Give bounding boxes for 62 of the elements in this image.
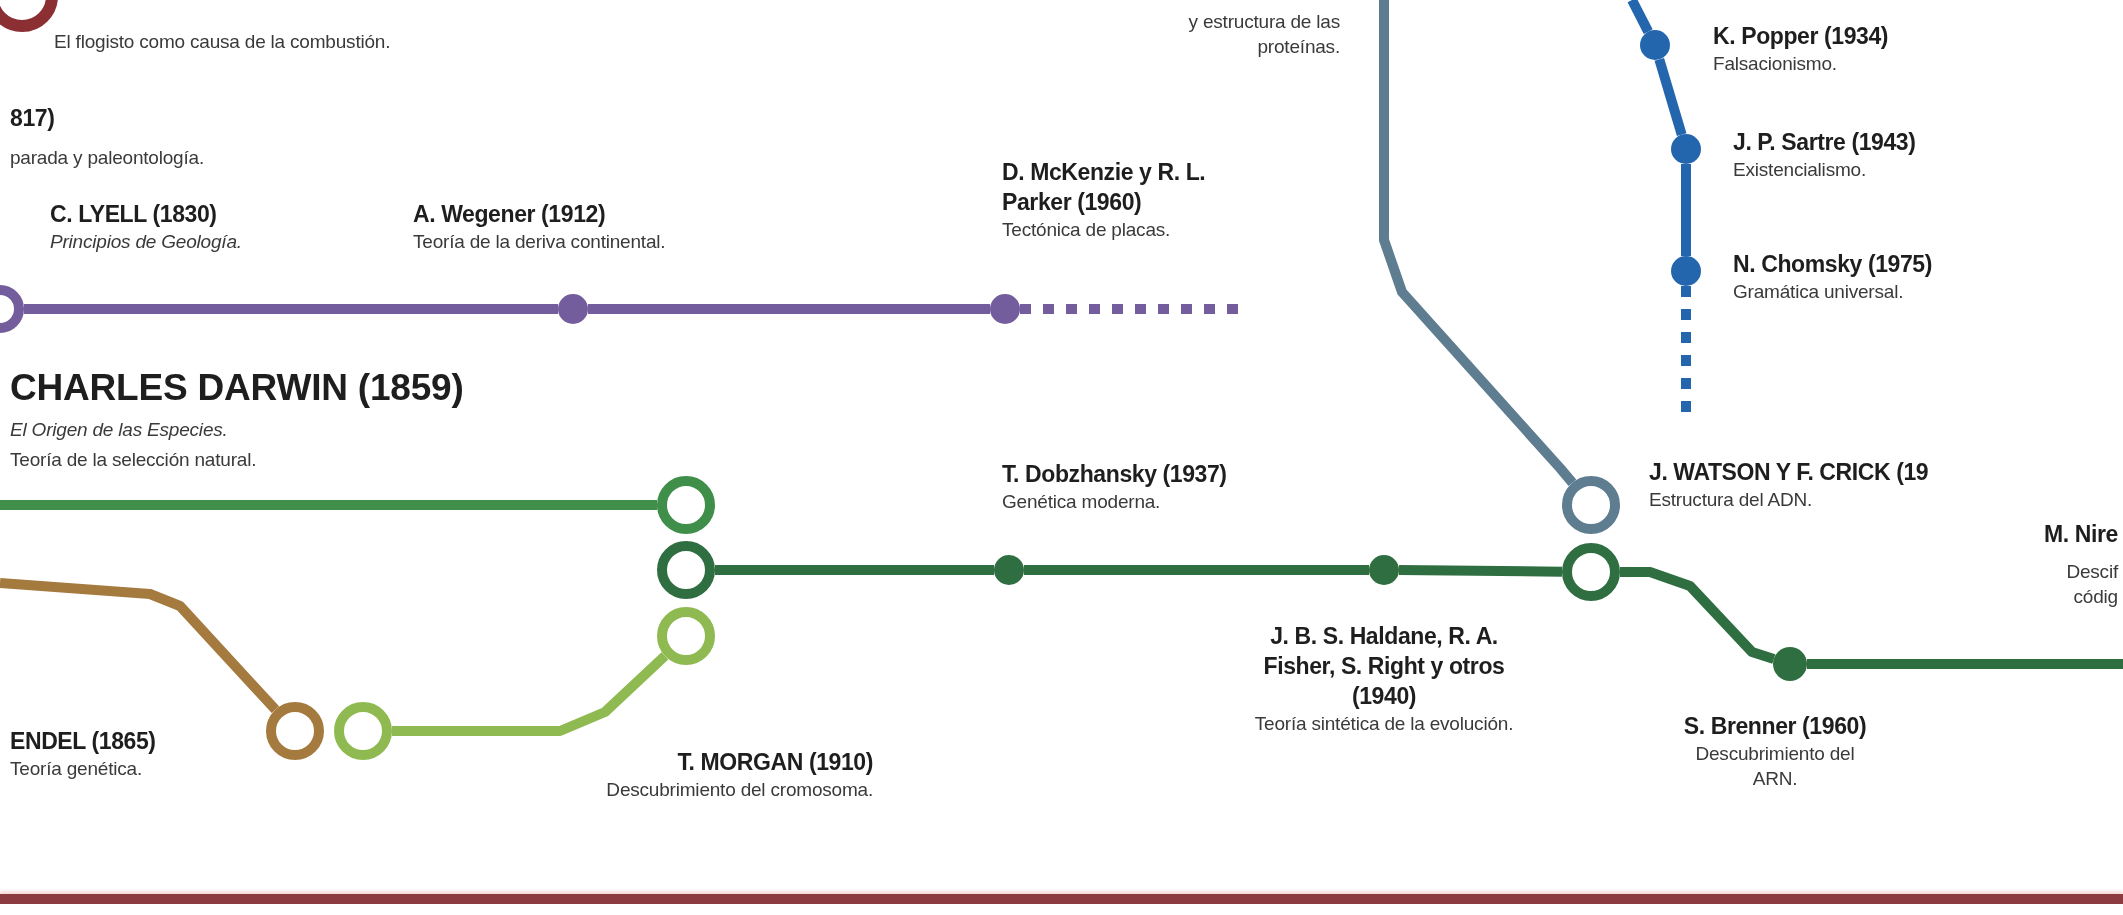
metro-line (392, 652, 669, 736)
metro-line (588, 304, 990, 314)
station-name: N. Chomsky (1975) (1733, 250, 1932, 279)
interchange-ring (657, 541, 715, 599)
station-dot (1369, 555, 1399, 585)
interchange-ring (657, 476, 715, 534)
metro-line (24, 304, 558, 314)
station-dot (1640, 30, 1670, 60)
station-description: Estructura del ADN. (1649, 487, 1813, 512)
metro-line (1654, 57, 1687, 137)
station-name: J. WATSON Y F. CRICK (19 (1649, 458, 1929, 487)
metro-line (1379, 0, 1577, 486)
station-dot (994, 555, 1024, 585)
station-name: ENDEL (1865) (10, 727, 156, 756)
note-text: y estructura de las proteínas. (1187, 10, 1340, 59)
interchange-ring (657, 607, 715, 665)
metro-line (1024, 565, 1369, 575)
station-description: Descubrimiento del cromosoma. (606, 777, 873, 802)
line-title: CHARLES DARWIN (1859) (10, 366, 464, 410)
interchange-ring (1562, 543, 1620, 601)
metro-line (0, 500, 657, 510)
metro-line (1627, 0, 1653, 34)
station-description: Falsacionismo. (1713, 51, 1837, 76)
station-name: A. Wegener (1912) (413, 200, 606, 229)
metro-line (1681, 164, 1691, 256)
station-description: Genética moderna. (1002, 489, 1161, 514)
note-text: parada y paleontología. (10, 146, 204, 170)
station-description: Teoría genética. (10, 756, 142, 781)
note-text: Teoría de la selección natural. (10, 448, 257, 472)
station-dot (1773, 647, 1807, 681)
station-dot (1671, 256, 1701, 286)
metro-line (1807, 659, 2123, 669)
station-description: Tectónica de placas. (1002, 217, 1171, 242)
station-name: T. Dobzhansky (1937) (1002, 460, 1227, 489)
note-text: 817) (10, 104, 55, 133)
metro-line (0, 578, 280, 714)
station-name: J. B. S. Haldane, R. A. Fisher, S. Right y otros (1940) (1262, 622, 1506, 711)
station-name: S. Brenner (1960) (1683, 712, 1867, 741)
interchange-ring (1562, 476, 1620, 534)
station-description: Descubrimiento del ARN. (1694, 741, 1856, 791)
station-description: Gramática universal. (1733, 279, 1904, 304)
note-text: El Origen de las Especies. (10, 418, 228, 442)
note-text: Descif códig (2065, 560, 2118, 609)
station-description: Teoría de la deriva continental. (413, 229, 666, 254)
interchange-ring (334, 702, 392, 760)
station-description: Existencialismo. (1733, 157, 1866, 182)
station-description: Teoría sintética de la evolución. (1254, 711, 1514, 736)
metro-line (715, 565, 994, 575)
station-name: K. Popper (1934) (1713, 22, 1889, 51)
station-description: Principios de Geología. (50, 229, 242, 254)
station-description: El flogisto como causa de la combustión. (54, 30, 391, 54)
station-name: C. LYELL (1830) (50, 200, 217, 229)
note-text: M. Nire (2044, 520, 2118, 549)
interchange-ring (266, 702, 324, 760)
station-dot (558, 294, 588, 324)
station-dot (990, 294, 1020, 324)
metro-line (1398, 565, 1563, 577)
station-dot (1671, 134, 1701, 164)
station-name: T. MORGAN (1910) (677, 748, 873, 777)
metro-line (1620, 567, 1776, 664)
station-name: D. McKenzie y R. L. Parker (1960) (1002, 158, 1207, 217)
station-name: J. P. Sartre (1943) (1733, 128, 1916, 157)
